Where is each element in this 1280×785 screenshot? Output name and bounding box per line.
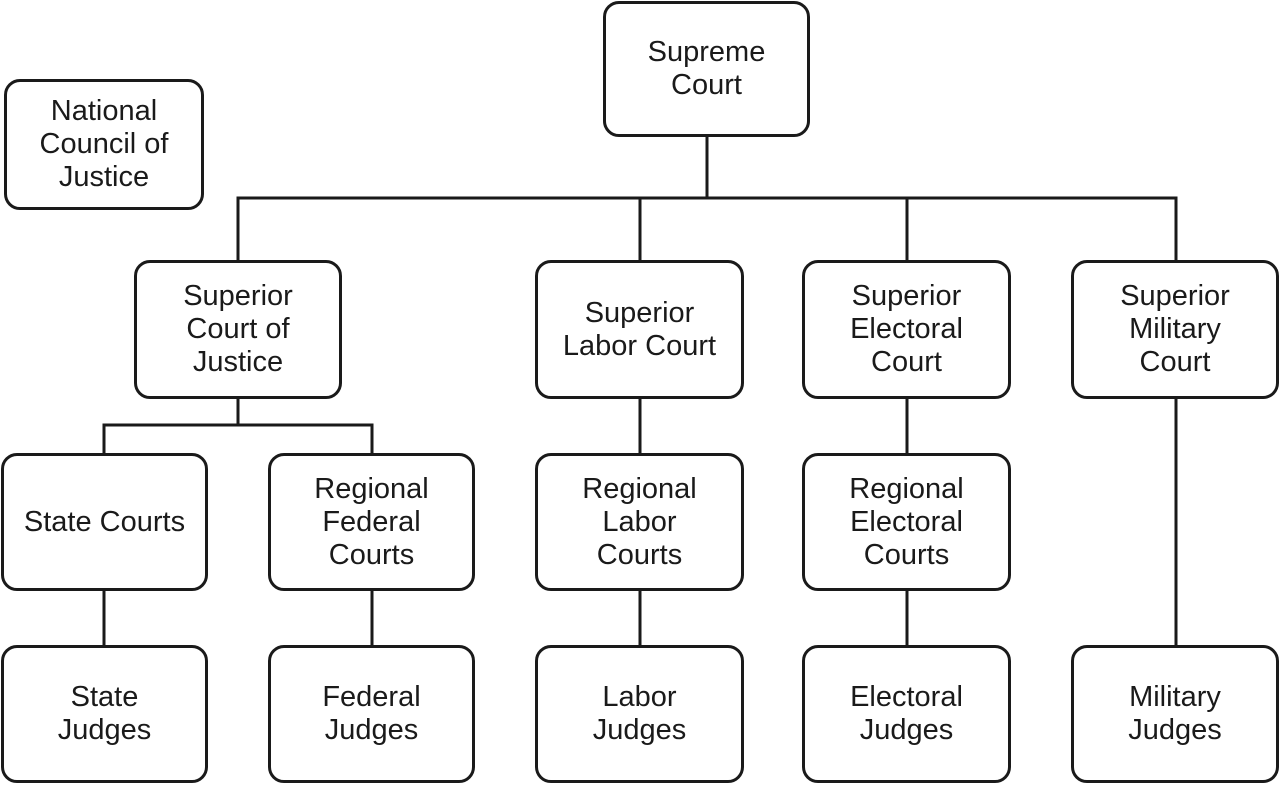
state-courts-label: State Courts	[23, 505, 186, 538]
superior-labor-court-box: Superior Labor Court	[535, 260, 744, 399]
regional-labor-courts-label: Regional Labor Courts	[582, 472, 697, 571]
regional-electoral-courts-box: Regional Electoral Courts	[802, 453, 1011, 591]
labor-judges-label: Labor Judges	[592, 681, 687, 746]
regional-federal-courts-label: Regional Federal Courts	[314, 472, 429, 571]
superior-military-court-box: Superior Military Court	[1071, 260, 1279, 399]
state-judges-label: State Judges	[57, 681, 152, 746]
superior-court-of-justice-box: Superior Court of Justice	[134, 260, 342, 399]
regional-federal-courts-box: Regional Federal Courts	[268, 453, 475, 591]
national-council-box: National Council of Justice	[4, 79, 204, 210]
military-judges-box: Military Judges	[1071, 645, 1279, 783]
federal-judges-box: Federal Judges	[268, 645, 475, 783]
electoral-judges-box: Electoral Judges	[802, 645, 1011, 783]
labor-judges-box: Labor Judges	[535, 645, 744, 783]
military-judges-label: Military Judges	[1128, 681, 1222, 746]
regional-labor-courts-box: Regional Labor Courts	[535, 453, 744, 591]
supreme-court-label: Supreme Court	[647, 36, 766, 101]
superior-labor-court-label: Superior Labor Court	[562, 296, 717, 362]
superior-court-of-justice-label: Superior Court of Justice	[183, 280, 293, 378]
regional-electoral-courts-label: Regional Electoral Courts	[849, 472, 964, 571]
national-council-label: National Council of Justice	[39, 95, 169, 193]
electoral-judges-label: Electoral Judges	[850, 681, 963, 746]
superior-military-court-label: Superior Military Court	[1120, 280, 1230, 378]
superior-electoral-court-label: Superior Electoral Court	[850, 280, 963, 378]
superior-electoral-court-box: Superior Electoral Court	[802, 260, 1011, 399]
state-judges-box: State Judges	[1, 645, 208, 783]
state-courts-box: State Courts	[1, 453, 208, 591]
federal-judges-label: Federal Judges	[322, 681, 421, 746]
supreme-court-box: Supreme Court	[603, 1, 810, 137]
